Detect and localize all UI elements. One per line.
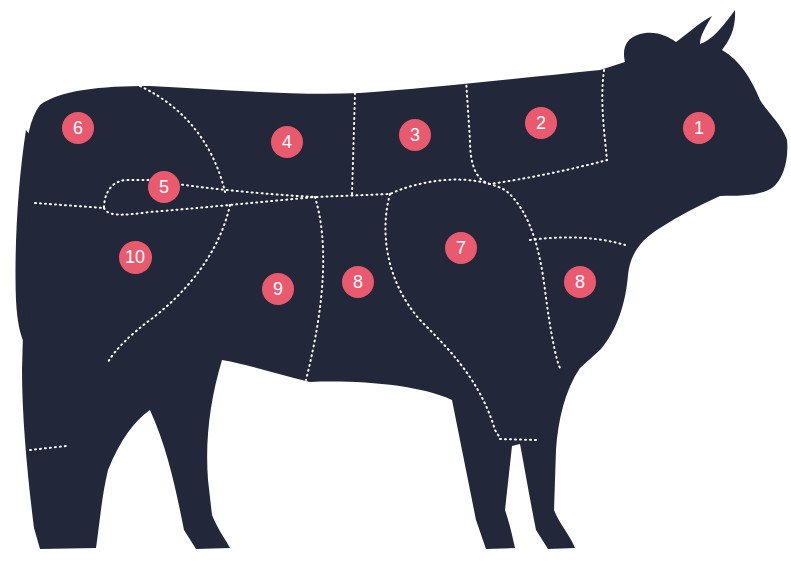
cow-tail xyxy=(15,130,34,342)
circle-fill xyxy=(148,171,180,203)
cut-number-circle: 7 xyxy=(445,232,477,264)
cow-silhouette xyxy=(22,10,787,549)
callout-number: 8 xyxy=(353,272,363,293)
callout-number: 1 xyxy=(694,118,704,139)
callout-number: 3 xyxy=(410,125,420,146)
cut-number-circle: 8 xyxy=(342,266,374,298)
circle-fill xyxy=(399,119,431,151)
callout-number: 10 xyxy=(125,247,145,268)
cut-line xyxy=(385,194,500,438)
cut-line xyxy=(352,93,355,195)
circle-fill xyxy=(62,112,94,144)
cut-number-circle: 5 xyxy=(148,171,180,203)
cut-lines xyxy=(30,70,625,450)
callout-number: 9 xyxy=(273,279,283,300)
circle-fill xyxy=(119,241,152,274)
circle-fill xyxy=(271,126,303,158)
circle-fill xyxy=(445,232,477,264)
cut-number-circle: 9 xyxy=(262,273,294,305)
callout-number: 8 xyxy=(575,272,585,293)
cut-line xyxy=(500,439,536,440)
cut-number-circle: 4 xyxy=(271,126,303,158)
cut-number-circle: 2 xyxy=(525,107,557,139)
callout-number: 6 xyxy=(73,118,83,139)
callout-number: 7 xyxy=(456,238,466,259)
cut-line xyxy=(30,446,66,450)
callout-number: 5 xyxy=(159,177,169,198)
cut-line xyxy=(104,197,315,215)
cut-line xyxy=(108,205,230,362)
cut-number-circle: 8 xyxy=(564,266,596,298)
circle-fill xyxy=(683,112,715,144)
circle-fill xyxy=(342,266,374,298)
circle-fill xyxy=(564,266,596,298)
circle-fill xyxy=(525,107,557,139)
callout-number: 4 xyxy=(282,132,292,153)
circle-fill xyxy=(262,273,294,305)
cut-line xyxy=(530,237,625,245)
callout-number: 2 xyxy=(536,113,546,134)
cut-number-circle: 1 xyxy=(683,112,715,144)
cut-line xyxy=(35,180,560,368)
cut-number-circle: 10 xyxy=(119,241,152,274)
cut-number-circle: 3 xyxy=(399,119,431,151)
cut-line xyxy=(466,70,607,184)
cut-line xyxy=(306,197,323,380)
cut-number-circle: 6 xyxy=(62,112,94,144)
